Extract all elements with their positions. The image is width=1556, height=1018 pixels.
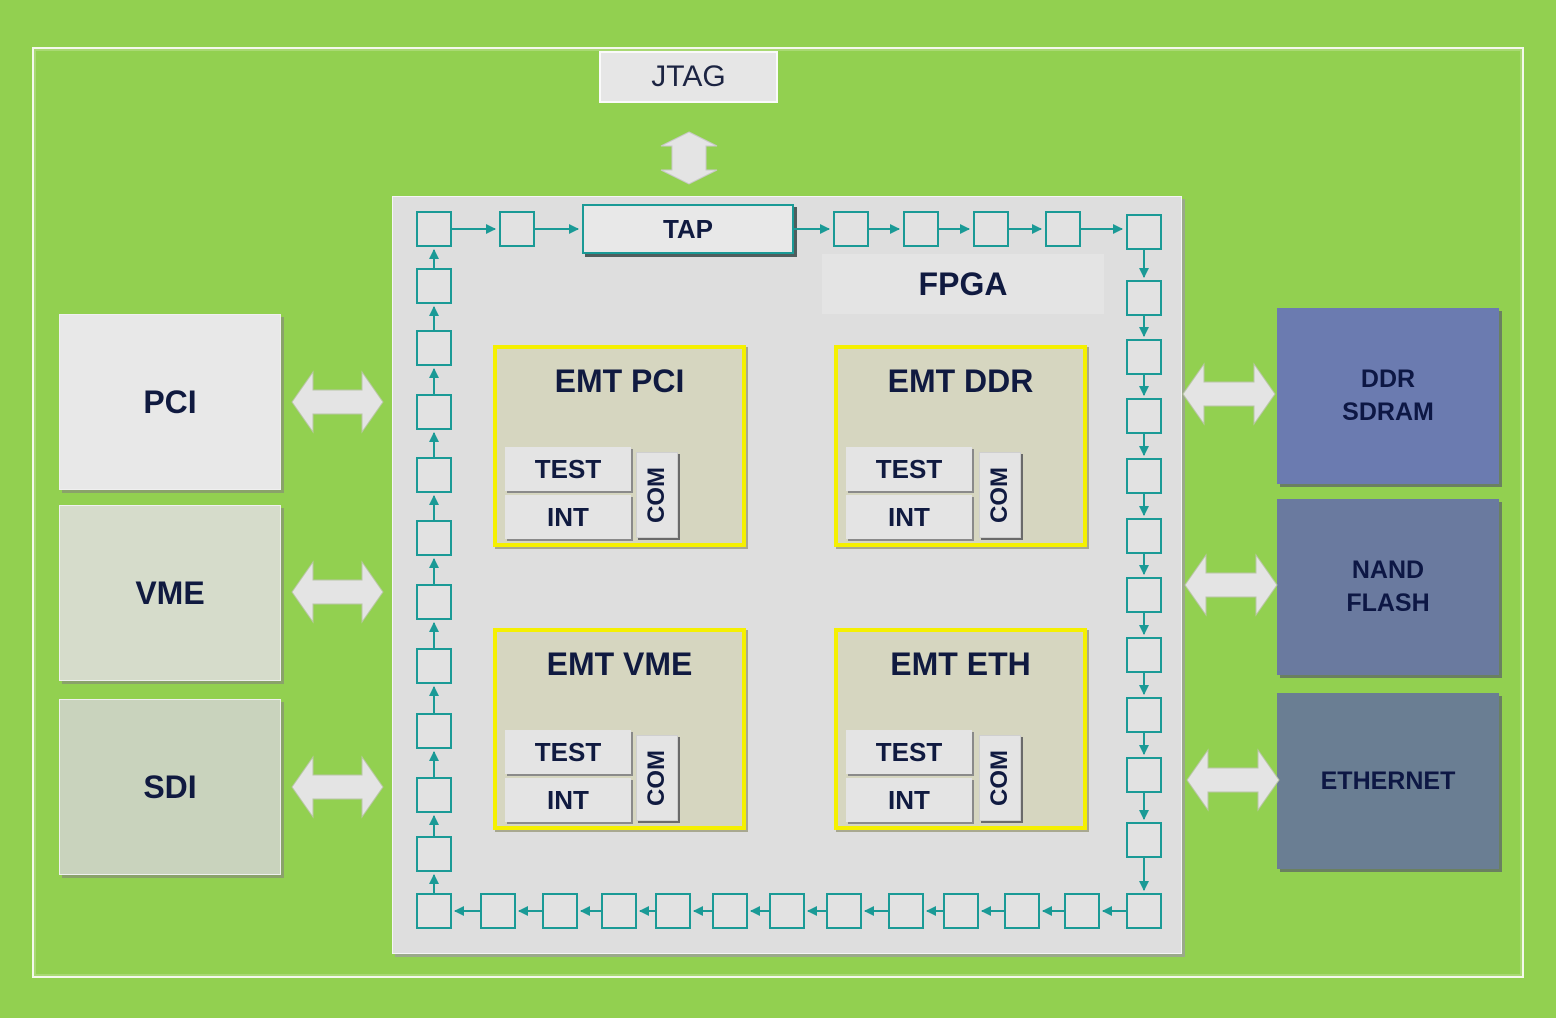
scan-cell <box>833 211 869 247</box>
com-label: COM <box>636 735 678 821</box>
emt-title: EMT VME <box>546 646 693 682</box>
ethernet-label: ETHERNET <box>1320 766 1456 795</box>
scan-cell <box>416 584 452 620</box>
scan-cell <box>973 211 1009 247</box>
pci-box: PCI <box>59 314 281 490</box>
com-label: COM <box>636 452 678 538</box>
scan-cell <box>769 893 805 929</box>
fpga-label: FPGA <box>822 254 1104 314</box>
nand-line2: FLASH <box>1346 589 1430 617</box>
ddr-double-arrow <box>1182 362 1276 426</box>
scan-cell <box>542 893 578 929</box>
scan-cell <box>1126 577 1162 613</box>
scan-cell <box>712 893 748 929</box>
ddr-line1: DDR <box>1360 365 1416 393</box>
scan-cell <box>416 457 452 493</box>
nand-flash-box: NAND FLASH <box>1277 499 1499 675</box>
sdi-box: SDI <box>59 699 281 875</box>
scan-cell <box>416 893 452 929</box>
com-label: COM <box>979 735 1021 821</box>
scan-cell <box>1126 697 1162 733</box>
scan-cell <box>1126 637 1162 673</box>
ddr-line2: SDRAM <box>1342 398 1434 426</box>
test-label: TEST <box>505 447 631 491</box>
scan-cell <box>1126 458 1162 494</box>
emt-vme-block: EMT VME TEST INT COM <box>493 628 746 830</box>
pci-double-arrow <box>291 370 384 434</box>
scan-cell <box>416 520 452 556</box>
emt-title: EMT DDR <box>887 363 1034 399</box>
jtag-double-arrow <box>660 131 718 185</box>
vme-box: VME <box>59 505 281 681</box>
emt-pci-block: EMT PCI TEST INT COM <box>493 345 746 547</box>
outer-frame <box>32 47 1524 978</box>
scan-cell <box>655 893 691 929</box>
emt-eth-block: EMT ETH TEST INT COM <box>834 628 1087 830</box>
scan-cell <box>903 211 939 247</box>
scan-cell <box>1126 893 1162 929</box>
nand-line1: NAND <box>1351 556 1425 584</box>
scan-cell <box>888 893 924 929</box>
ethernet-double-arrow <box>1186 748 1280 812</box>
scan-cell <box>943 893 979 929</box>
nand-double-arrow <box>1184 553 1278 617</box>
jtag-box: JTAG <box>599 51 778 103</box>
scan-cell <box>1004 893 1040 929</box>
scan-cell <box>601 893 637 929</box>
scan-cell <box>416 268 452 304</box>
test-label: TEST <box>505 730 631 774</box>
emt-ddr-block: EMT DDR TEST INT COM <box>834 345 1087 547</box>
scan-cell <box>1126 757 1162 793</box>
emt-title: EMT PCI <box>554 363 685 399</box>
int-label: INT <box>505 495 631 539</box>
scan-cell <box>1126 280 1162 316</box>
int-label: INT <box>846 495 972 539</box>
scan-cell <box>1045 211 1081 247</box>
emt-title: EMT ETH <box>890 646 1031 682</box>
scan-cell <box>826 893 862 929</box>
scan-cell <box>416 330 452 366</box>
scan-cell <box>416 211 452 247</box>
scan-cell <box>416 394 452 430</box>
scan-cell <box>416 713 452 749</box>
scan-cell <box>499 211 535 247</box>
scan-cell <box>416 777 452 813</box>
ethernet-box: ETHERNET <box>1277 693 1499 869</box>
scan-cell <box>1064 893 1100 929</box>
int-label: INT <box>846 778 972 822</box>
scan-cell <box>1126 518 1162 554</box>
scan-cell <box>416 648 452 684</box>
scan-cell <box>1126 822 1162 858</box>
vme-double-arrow <box>291 560 384 624</box>
scan-chain-lines <box>429 224 1149 916</box>
test-label: TEST <box>846 447 972 491</box>
scan-cell <box>480 893 516 929</box>
test-label: TEST <box>846 730 972 774</box>
tap-box: TAP <box>582 204 794 254</box>
int-label: INT <box>505 778 631 822</box>
scan-cell <box>416 836 452 872</box>
com-label: COM <box>979 452 1021 538</box>
scan-cell <box>1126 214 1162 250</box>
sdi-double-arrow <box>291 755 384 819</box>
ddr-sdram-box: DDR SDRAM <box>1277 308 1499 484</box>
scan-cell <box>1126 398 1162 434</box>
scan-cell <box>1126 339 1162 375</box>
